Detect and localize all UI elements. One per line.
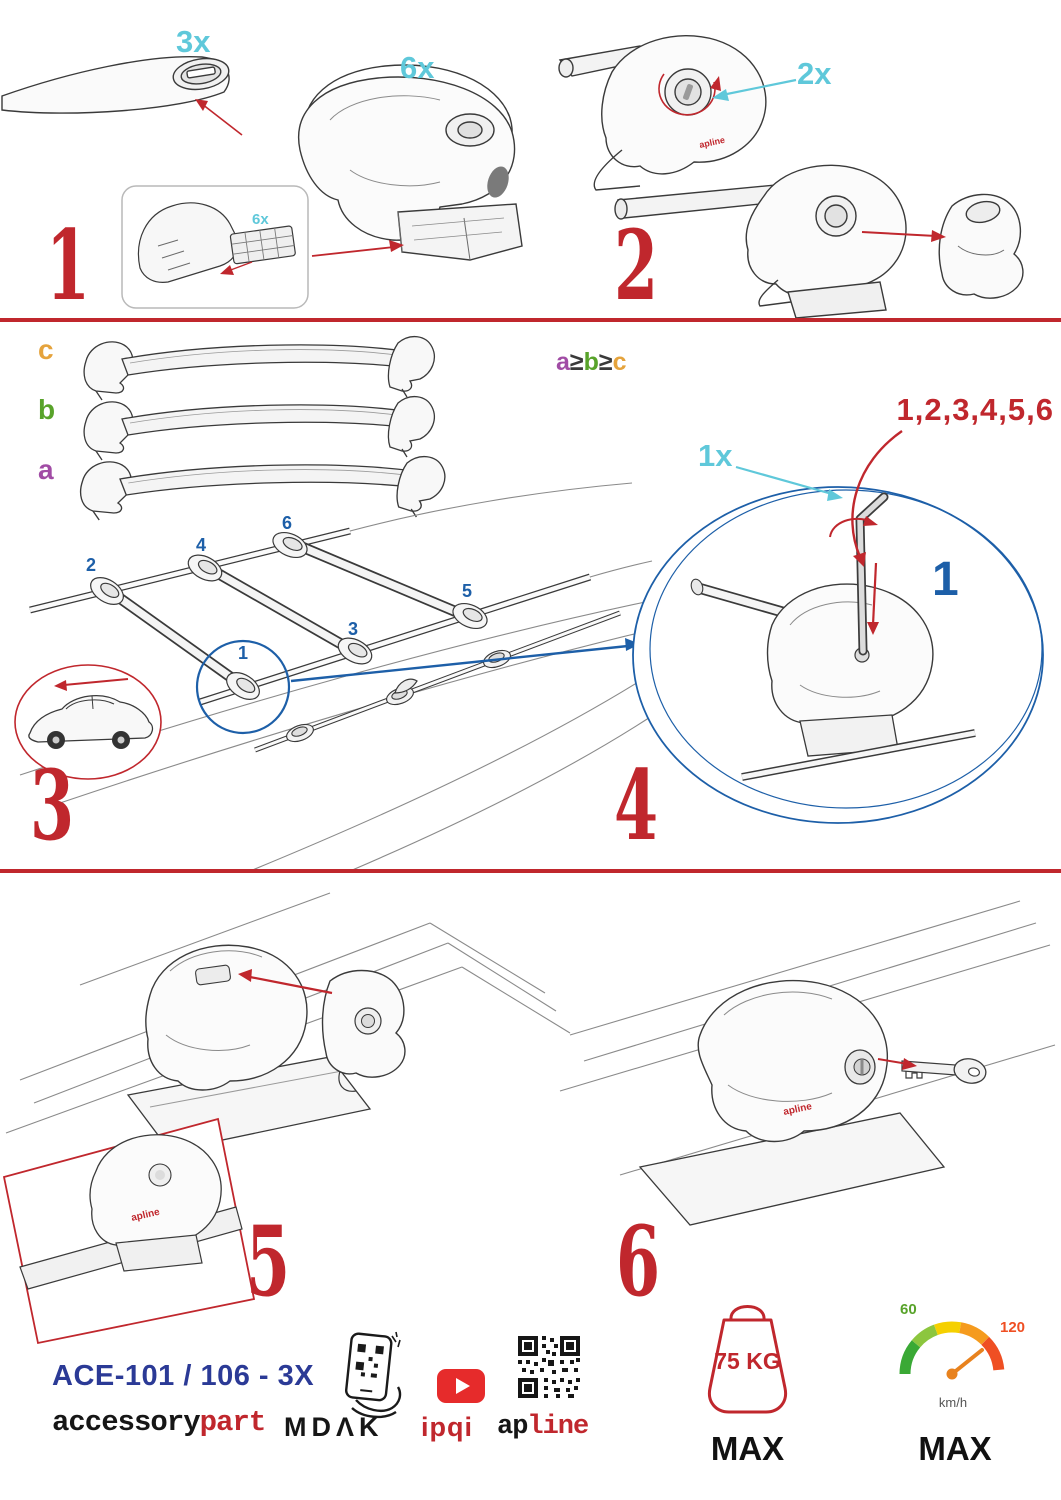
step-5-number: 5 [246,1205,290,1318]
position-6: 6 [282,513,293,533]
crossbar-b-illustration [83,395,436,461]
note-ge1: ≥ [569,348,584,376]
speed-low-label: 60 [900,1301,917,1318]
note-c: c [612,348,627,376]
brand-ipqi: ipqi [421,1412,473,1442]
model-code: ACE-101 / 106 - 3X [52,1360,315,1392]
step-2-number: 2 [614,209,658,322]
step4-detail [632,486,1044,824]
length-order-note: a≥b≥c [556,350,627,375]
speed-high-label: 120 [1000,1319,1026,1336]
section1-illustration: apline [1,35,1024,319]
endcap-insert-arrow [861,230,946,242]
tighten-down-arrow [867,562,879,635]
step6-scene: apline [559,900,1056,1226]
tool-qty-label: 1x [698,438,733,473]
tightening-sequence: 1,2,3,4,5,6 [896,392,1054,427]
section-divider-2 [0,869,1061,873]
step-3-number: 3 [30,749,74,862]
brand-mdak: MDΛK [284,1412,384,1442]
pad-inset [121,185,309,309]
speedometer-icon [899,1321,1005,1380]
step5-scene [5,892,571,1152]
crossbar-c-illustration [83,335,436,401]
brand-part: part [199,1406,267,1439]
speed-unit-label: km/h [938,1395,968,1410]
position-1: 1 [238,643,249,663]
bar-label-c: c [38,334,54,365]
weight-max-label: MAX [710,1430,785,1467]
weight-limit-icon [707,1305,788,1414]
youtube-icon [437,1369,485,1403]
section-divider-1 [0,318,1061,322]
detail-position-number: 1 [932,553,959,606]
key-icon [901,1058,987,1084]
step-4-number: 4 [614,749,658,862]
lock-foot-illustration [558,35,767,191]
bar-label-b: b [38,394,56,425]
clamp-insert-arrow [238,969,333,995]
bar-qty-label: 3x [176,24,211,59]
antenna-fin [394,678,418,694]
step-1-number: 1 [46,209,90,322]
phone-qr-icon [344,1331,402,1419]
position-5: 5 [462,581,473,601]
key-to-lock-arrow [877,1058,917,1070]
note-a: a [556,348,570,376]
bar-end-pointer-arrow [195,99,243,136]
section2-illustration [14,335,1044,872]
speed-max-label: MAX [918,1430,992,1467]
foot-qty-label: 6x [400,50,435,85]
qr-code-icon [516,1334,582,1400]
weight-limit-value: 75 KG [714,1348,781,1374]
brand-apline-line: line [527,1412,589,1442]
position-4: 4 [196,535,207,555]
lock-qty-label: 2x [797,56,832,91]
crossbar-a-illustration [79,455,446,521]
tool-qty-arrow [735,465,843,501]
note-b: b [583,348,599,376]
sequence-arrow [851,430,903,567]
speedometer-needle [950,1348,984,1376]
pad-to-foot-arrow [311,240,404,257]
crossbar-end-illustration [1,55,230,114]
step-6-number: 6 [616,1205,660,1318]
bar-label-a: a [38,454,54,485]
car-inset [14,664,162,780]
note-ge2: ≥ [598,348,613,376]
brand-apline-ap: ap [497,1412,528,1442]
position-3: 3 [348,619,359,639]
lock-rotate-arrow [658,73,716,116]
section3-illustration: apline apline [2,892,1056,1345]
brand-accessorypart: accessorypart [52,1406,267,1439]
position-1-highlight-circle [195,639,291,735]
pad-qty-label: 6x [252,211,269,228]
step5-inset: apline [2,1117,256,1345]
position-2: 2 [86,555,97,575]
clamp-foot-illustration [298,64,523,261]
endcap-assembly-illustration [614,164,1024,319]
brand-accessory: accessory [52,1406,201,1439]
brand-apline: apline [497,1412,589,1442]
lock-qty-arrow [712,78,797,101]
